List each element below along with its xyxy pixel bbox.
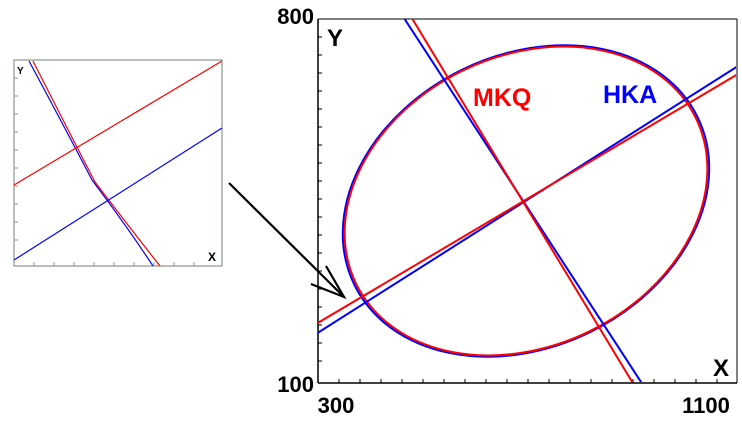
main-x-label: X bbox=[713, 355, 729, 382]
inset-x-ticks bbox=[33, 262, 195, 266]
mkq-major-axis bbox=[318, 74, 736, 324]
y-min-label: 100 bbox=[277, 372, 314, 397]
main-plot: Y X 800 100 300 1100 MKQ HKA bbox=[277, 4, 738, 418]
inset-frame bbox=[13, 59, 223, 267]
legend-mkq-label: MKQ bbox=[473, 84, 531, 112]
arrow-head bbox=[310, 265, 347, 300]
y-max-label: 800 bbox=[277, 4, 314, 29]
main-x-ticks bbox=[338, 379, 718, 383]
inset-hka-curve bbox=[28, 60, 154, 267]
inset-y-label: Y bbox=[17, 66, 24, 77]
x-max-label: 1100 bbox=[682, 393, 730, 418]
zoom-arrow bbox=[228, 182, 347, 300]
inset-curves bbox=[13, 60, 223, 267]
inset-hka-line bbox=[13, 127, 223, 261]
main-y-label: Y bbox=[327, 25, 343, 52]
arrow-shaft bbox=[228, 182, 345, 298]
inset-y-ticks bbox=[14, 77, 18, 241]
x-min-label: 300 bbox=[318, 393, 355, 418]
inset-mkq-curve bbox=[32, 60, 161, 267]
inset-x-label: X bbox=[208, 250, 216, 264]
inset-mkq-line bbox=[13, 60, 223, 186]
main-y-ticks bbox=[318, 36, 322, 362]
mkq-ellipse bbox=[343, 45, 709, 357]
mkq-minor-axis bbox=[411, 19, 634, 382]
legend-hka-label: HKA bbox=[603, 81, 657, 109]
inset-plot: Y X bbox=[13, 59, 223, 267]
